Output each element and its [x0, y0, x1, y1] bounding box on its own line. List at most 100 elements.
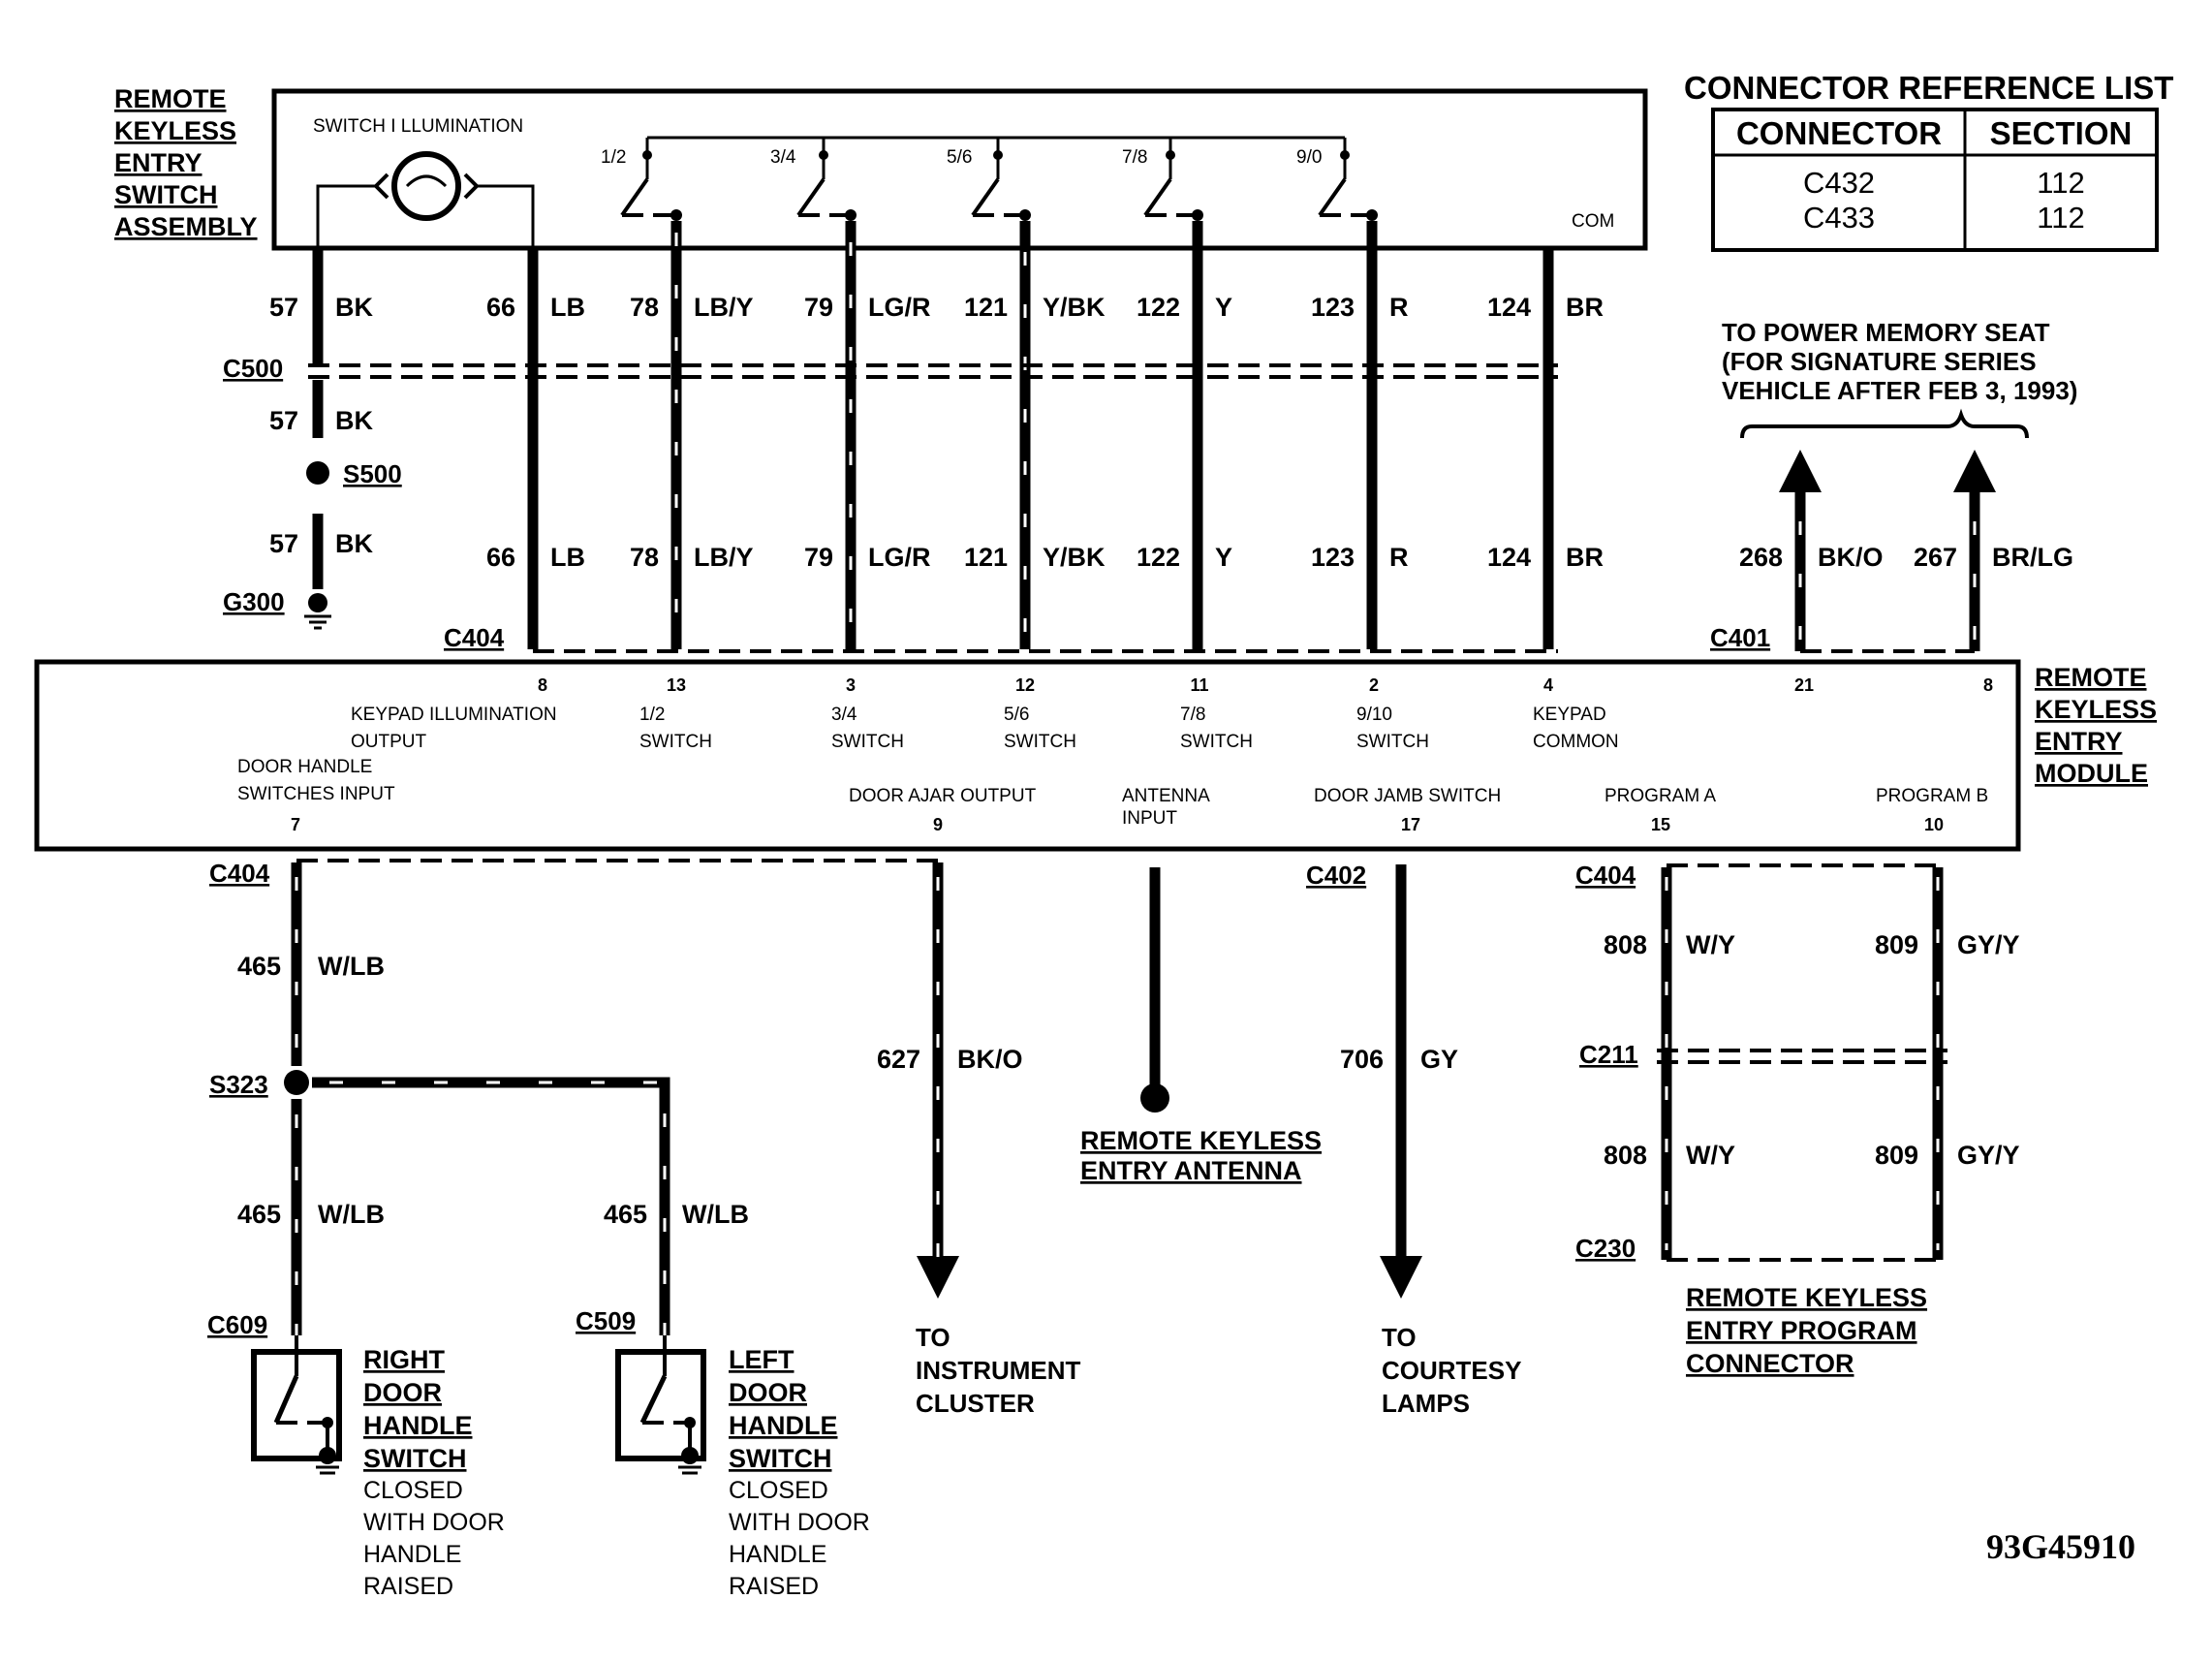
wire-color: W/LB: [318, 1200, 385, 1229]
assembly-title-line: SWITCH: [114, 180, 217, 209]
s323-label: S323: [209, 1070, 268, 1099]
wire-color: Y/BK: [1043, 543, 1106, 572]
reference-cell: 112: [2037, 166, 2084, 200]
right-switch-note-line: RAISED: [363, 1573, 453, 1600]
wire-color: Y: [1215, 543, 1232, 572]
pin-label: SWITCH: [1004, 732, 1076, 752]
c230-label: C230: [1575, 1234, 1636, 1263]
antenna-title: REMOTE KEYLESS ENTRY ANTENNA: [1080, 1126, 1322, 1185]
wire-color: BK/O: [1818, 543, 1884, 572]
s323-splice: [284, 1070, 309, 1095]
switch-label-1-2: 1/2: [601, 147, 626, 168]
wire-circuit: 122: [1137, 543, 1180, 572]
wire-circuit: 809: [1875, 930, 1918, 959]
g300-label: G300: [223, 587, 285, 616]
pin-label: DOOR HANDLE: [237, 757, 372, 777]
left-door-switch-title: LEFT DOOR HANDLE SWITCH CLOSED WITH DOOR…: [729, 1345, 870, 1600]
module-pin-labels: KEYPAD ILLUMINATION OUTPUT 1/2 SWITCH 3/…: [237, 705, 1988, 829]
switch-label-5-6: 5/6: [947, 147, 972, 168]
pin-number: 7: [291, 815, 300, 834]
switch-5-6-icon: [971, 138, 1031, 221]
switch-label-3-4: 3/4: [770, 147, 796, 168]
wire-color: W/Y: [1686, 1141, 1735, 1170]
wire-circuit: 465: [604, 1200, 647, 1229]
pin-label: KEYPAD: [1533, 705, 1606, 725]
instrument-label-line: CLUSTER: [916, 1389, 1035, 1418]
antenna-icon: [1140, 1083, 1169, 1113]
pin-number: 10: [1924, 815, 1944, 834]
program-connector-line: CONNECTOR: [1686, 1349, 1854, 1378]
wire-465-wlb-left: [312, 1077, 670, 1335]
module-bottom-pins: 7 9 17 15 10: [291, 815, 1944, 834]
illumination-label: SWITCH I LLUMINATION: [313, 116, 523, 137]
wire-color: LG/R: [868, 293, 931, 322]
upper-wire-labels-row2: 66 LB 78 LB/Y 79 LG/R 121 Y/BK 122 Y 123…: [486, 543, 1604, 572]
reference-cell: C432: [1803, 166, 1875, 200]
left-switch-title-line: HANDLE: [729, 1411, 838, 1440]
wire-color: LB: [550, 543, 585, 572]
keypad-switches: [620, 138, 1378, 221]
switch-3-4-icon: [796, 138, 857, 221]
left-switch-note-line: HANDLE: [729, 1541, 826, 1568]
pin-number: 2: [1369, 675, 1379, 695]
wire-circuit: 808: [1604, 930, 1647, 959]
ground-icon: [304, 593, 331, 630]
right-switch-note-line: CLOSED: [363, 1477, 463, 1504]
pin-number: 8: [538, 675, 547, 695]
right-switch-title-line: HANDLE: [363, 1411, 473, 1440]
brace-icon: [1740, 408, 2029, 439]
wire-circuit: 268: [1739, 543, 1783, 572]
right-door-switch-icon: [251, 1335, 342, 1475]
wire-color: BK: [335, 529, 373, 558]
c404-program-label: C404: [1575, 861, 1636, 890]
right-door-switch-title: RIGHT DOOR HANDLE SWITCH CLOSED WITH DOO…: [363, 1345, 505, 1600]
wire-color: W/Y: [1686, 930, 1735, 959]
wire-circuit: 627: [877, 1045, 920, 1074]
wire-circuit: 124: [1487, 293, 1531, 322]
wire-circuit: 124: [1487, 543, 1531, 572]
c402-label: C402: [1306, 861, 1366, 890]
switch-label-7-8: 7/8: [1122, 147, 1147, 168]
wire-circuit: 123: [1311, 293, 1355, 322]
pin-number: 12: [1015, 675, 1035, 695]
courtesy-label-line: LAMPS: [1382, 1389, 1470, 1418]
left-switch-title-line: LEFT: [729, 1345, 794, 1374]
pin-label: SWITCH: [639, 732, 712, 752]
lamp-icon: [316, 151, 535, 248]
wire-circuit: 465: [237, 1200, 281, 1229]
wire-circuit: 66: [486, 543, 515, 572]
pin-number: 13: [667, 675, 686, 695]
switch-7-8-icon: [1143, 138, 1203, 221]
pin-label: 1/2: [639, 705, 665, 725]
wire-circuit: 79: [804, 293, 833, 322]
pin-label: SWITCH: [831, 732, 904, 752]
wire-color: BR: [1566, 293, 1604, 322]
wire-color: Y/BK: [1043, 293, 1106, 322]
left-switch-title-line: SWITCH: [729, 1444, 831, 1473]
wire-circuit: 123: [1311, 543, 1355, 572]
switch-assembly-box: [271, 88, 1648, 251]
keyless-entry-module-box: [34, 659, 2021, 852]
reference-cell: 112: [2037, 201, 2084, 235]
wire-color: GY/Y: [1957, 1141, 2020, 1170]
program-connector-line: ENTRY PROGRAM: [1686, 1316, 1917, 1345]
module-title-line: REMOTE: [2035, 663, 2147, 692]
c401-label: C401: [1710, 623, 1770, 652]
wire-circuit: 706: [1340, 1045, 1384, 1074]
instrument-label-line: INSTRUMENT: [916, 1356, 1081, 1385]
pin-label: COMMON: [1533, 732, 1619, 752]
wire-color: LB/Y: [694, 543, 754, 572]
pin-label: 5/6: [1004, 705, 1029, 725]
upper-wire-bundle: [312, 221, 1554, 649]
com-label: COM: [1572, 211, 1614, 232]
s500-label: S500: [343, 459, 402, 488]
wire-circuit: 78: [630, 543, 659, 572]
instrument-cluster-label: TO INSTRUMENT CLUSTER: [916, 1323, 1081, 1418]
pin-label: DOOR AJAR OUTPUT: [849, 786, 1037, 806]
pin-label: 3/4: [831, 705, 857, 725]
wire-color: R: [1389, 543, 1409, 572]
reference-cell: C433: [1803, 201, 1875, 235]
courtesy-lamps-label: TO COURTESY LAMPS: [1382, 1323, 1521, 1418]
pin-label: DOOR JAMB SWITCH: [1314, 786, 1501, 806]
left-switch-note-line: CLOSED: [729, 1477, 828, 1504]
